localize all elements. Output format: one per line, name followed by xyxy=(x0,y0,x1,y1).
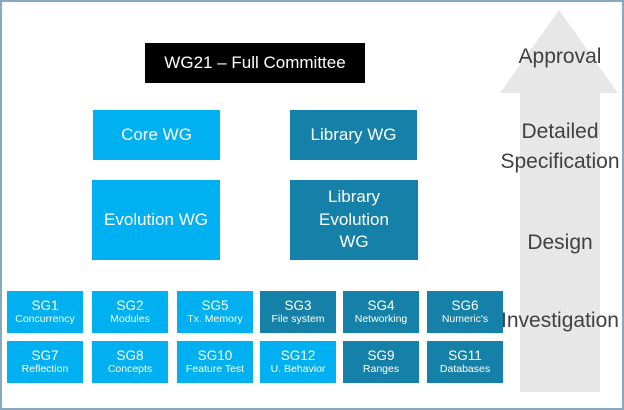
sg-id: SG4 xyxy=(367,297,395,313)
sg-id: SG8 xyxy=(116,347,144,363)
sg-id: SG2 xyxy=(116,297,144,313)
stage-label-approval: Approval xyxy=(518,45,602,68)
sg-name: Feature Test xyxy=(185,363,245,376)
core-wg-box: Core WG xyxy=(93,110,220,160)
sg11-databases-box: SG11 Databases xyxy=(427,341,503,383)
sg-name: Concepts xyxy=(107,363,153,376)
sg-name: Reflection xyxy=(21,363,69,376)
full-committee-box: WG21 – Full Committee xyxy=(145,43,365,83)
sg-id: SG6 xyxy=(451,297,479,313)
sg-id: SG7 xyxy=(31,347,59,363)
sg-id: SG10 xyxy=(197,347,233,363)
sg-name: Tx. Memory xyxy=(187,313,243,326)
stage-label-detailed-specification: Detailed Specification xyxy=(500,120,620,173)
sg-name: Networking xyxy=(354,313,408,326)
sg3-file-system-box: SG3 File system xyxy=(260,291,336,333)
library-evolution-wg-box: Library Evolution WG xyxy=(290,180,418,260)
sg-id: SG3 xyxy=(284,297,312,313)
stage-label-design: Design xyxy=(527,231,593,254)
sg-id: SG1 xyxy=(31,297,59,313)
sg7-reflection-box: SG7 Reflection xyxy=(7,341,83,383)
sg-id: SG12 xyxy=(280,347,316,363)
sg-name: Ranges xyxy=(362,363,400,376)
sg-name: U. Behavior xyxy=(270,363,326,376)
sg2-modules-box: SG2 Modules xyxy=(92,291,168,333)
sg10-feature-test-box: SG10 Feature Test xyxy=(177,341,253,383)
sg1-concurrency-box: SG1 Concurrency xyxy=(7,291,83,333)
sg-id: SG9 xyxy=(367,347,395,363)
sg5-tx-memory-box: SG5 Tx. Memory xyxy=(177,291,253,333)
library-wg-box: Library WG xyxy=(290,110,417,160)
sg-name: Modules xyxy=(110,313,150,326)
sg-name: Numeric's xyxy=(441,313,489,326)
sg8-concepts-box: SG8 Concepts xyxy=(92,341,168,383)
sg-id: SG5 xyxy=(201,297,229,313)
sg4-networking-box: SG4 Networking xyxy=(343,291,419,333)
evolution-wg-box: Evolution WG xyxy=(92,180,220,260)
sg12-u-behavior-box: SG12 U. Behavior xyxy=(260,341,336,383)
sg-name: Databases xyxy=(439,363,491,376)
sg6-numerics-box: SG6 Numeric's xyxy=(427,291,503,333)
stage-label-investigation: Investigation xyxy=(501,309,619,332)
sg-id: SG11 xyxy=(448,347,482,363)
sg-name: Concurrency xyxy=(15,313,75,326)
sg9-ranges-box: SG9 Ranges xyxy=(343,341,419,383)
sg-name: File system xyxy=(271,313,325,326)
